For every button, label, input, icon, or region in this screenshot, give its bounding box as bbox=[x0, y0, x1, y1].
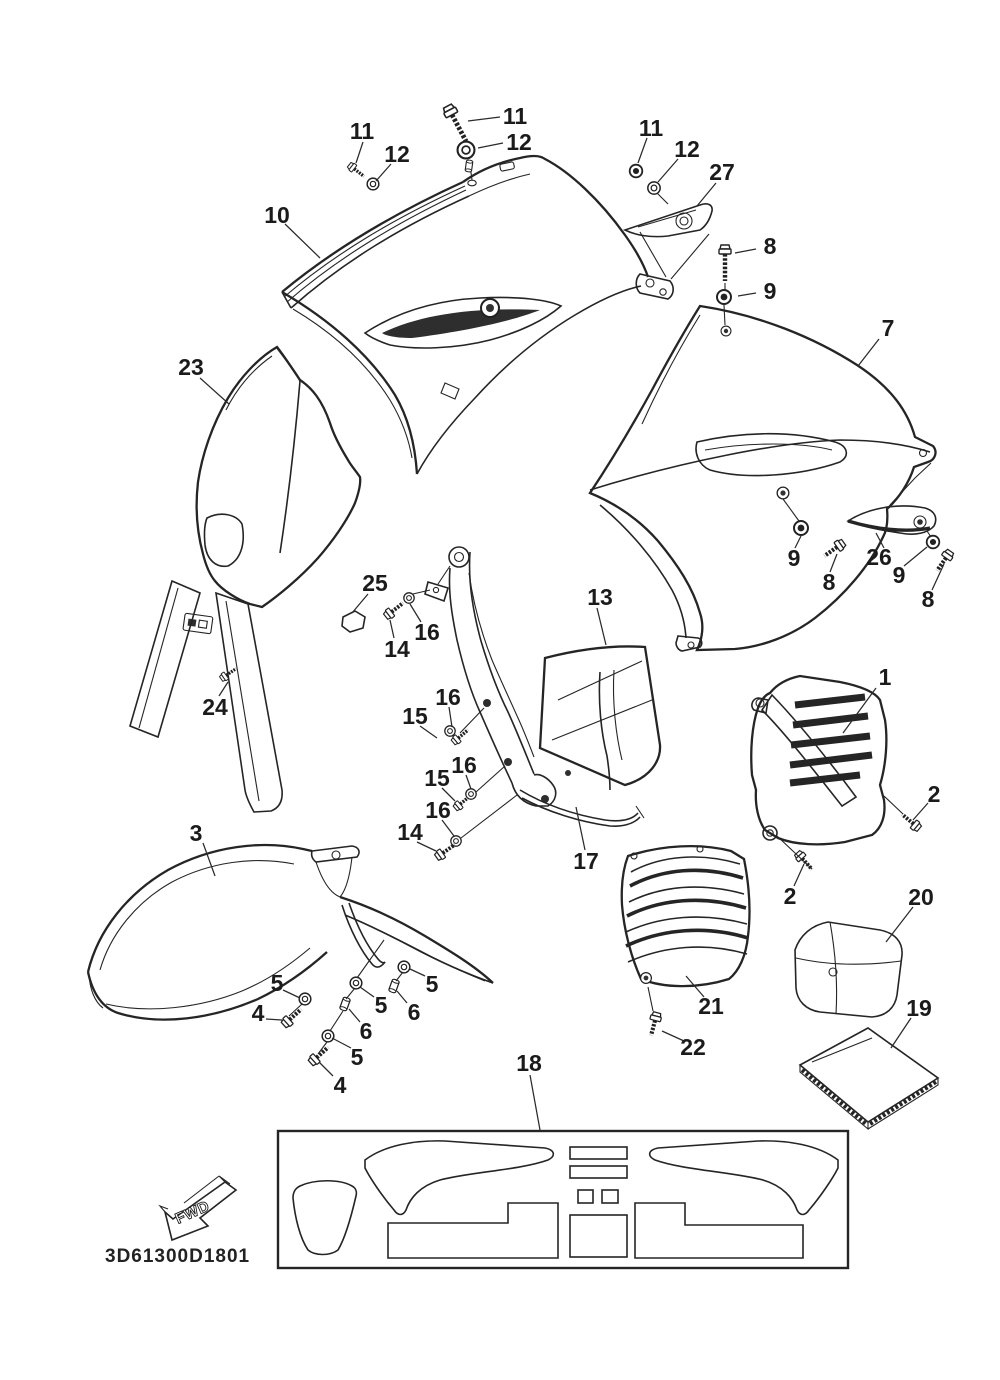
callout-21: 21 bbox=[698, 993, 724, 1019]
callout-16: 16 bbox=[451, 752, 477, 778]
callout-12: 12 bbox=[674, 136, 700, 162]
callout-9: 9 bbox=[764, 278, 777, 304]
callout-27: 27 bbox=[709, 159, 735, 185]
part-tool-pouch bbox=[794, 921, 903, 1018]
callout-9: 9 bbox=[893, 562, 906, 588]
callout-16: 16 bbox=[414, 619, 440, 645]
part-front-fender bbox=[86, 843, 494, 1021]
part-mirror-bracket bbox=[622, 203, 713, 238]
callout-14: 14 bbox=[384, 636, 410, 662]
callout-5: 5 bbox=[271, 970, 284, 996]
assembly-axis-lines bbox=[288, 192, 932, 1055]
callout-11: 11 bbox=[639, 115, 664, 141]
callout-16: 16 bbox=[435, 684, 461, 710]
callout-10: 10 bbox=[264, 202, 290, 228]
callout-15: 15 bbox=[424, 765, 450, 791]
bolt-icon bbox=[307, 1043, 332, 1067]
callout-17: 17 bbox=[573, 848, 599, 874]
nut-icon bbox=[628, 163, 644, 179]
bolt-icon bbox=[442, 103, 472, 144]
washer-icon bbox=[465, 788, 477, 800]
callout-12: 12 bbox=[506, 129, 532, 155]
bolt-icon bbox=[280, 1005, 305, 1029]
washer-icon bbox=[397, 960, 411, 974]
callout-26: 26 bbox=[866, 544, 892, 570]
nut-icon bbox=[793, 520, 809, 536]
bolt-icon bbox=[380, 597, 409, 623]
nut-icon bbox=[925, 534, 941, 550]
callout-15: 15 bbox=[402, 703, 428, 729]
callout-8: 8 bbox=[764, 233, 777, 259]
bolt-icon bbox=[791, 847, 818, 875]
part-right-cowl bbox=[588, 304, 937, 652]
washer-icon bbox=[321, 1029, 335, 1043]
callout-4: 4 bbox=[252, 1000, 265, 1026]
part-headlight-shroud bbox=[129, 345, 362, 813]
callout-6: 6 bbox=[408, 999, 421, 1025]
callout-25: 25 bbox=[362, 570, 388, 596]
part-upper-cowl bbox=[281, 154, 674, 475]
callout-14: 14 bbox=[397, 819, 423, 845]
callout-7: 7 bbox=[882, 315, 895, 341]
bolt-icon bbox=[344, 159, 369, 182]
part-owners-manual bbox=[798, 1027, 940, 1131]
grommet-icon bbox=[639, 971, 653, 985]
callout-1: 1 bbox=[879, 664, 892, 690]
callout-13: 13 bbox=[587, 584, 613, 610]
callout-5: 5 bbox=[375, 992, 388, 1018]
callout-5: 5 bbox=[351, 1044, 364, 1070]
drawing-code: 3D61300D1801 bbox=[105, 1246, 250, 1267]
clip-icon bbox=[341, 610, 366, 633]
part-graphic-decal-set bbox=[276, 1129, 850, 1270]
callout-9: 9 bbox=[788, 545, 801, 571]
grommet-icon bbox=[720, 325, 732, 337]
bolt-icon bbox=[821, 538, 846, 560]
callout-22: 22 bbox=[680, 1034, 706, 1060]
nut-icon bbox=[716, 289, 732, 305]
callout-11: 11 bbox=[503, 103, 528, 129]
forward-direction-arrow-icon: FWD bbox=[158, 1175, 238, 1242]
callout-2: 2 bbox=[784, 883, 797, 909]
part-radiator-shroud-stay bbox=[424, 546, 662, 827]
callout-5: 5 bbox=[426, 971, 439, 997]
callout-18: 18 bbox=[516, 1050, 542, 1076]
callout-8: 8 bbox=[922, 586, 935, 612]
part-louver-grille bbox=[620, 845, 751, 988]
part-lower-blade-trim bbox=[846, 505, 937, 535]
washer-icon bbox=[403, 592, 415, 604]
callout-11: 11 bbox=[350, 118, 375, 144]
callout-8: 8 bbox=[823, 569, 836, 595]
part-radiator-grille bbox=[750, 674, 888, 846]
leader-lines bbox=[199, 116, 945, 1131]
washer-icon bbox=[298, 992, 312, 1006]
callout-6: 6 bbox=[360, 1018, 373, 1044]
fastener-icons bbox=[217, 103, 955, 1067]
bolt-icon bbox=[646, 1011, 662, 1036]
grommet-icon bbox=[776, 486, 790, 500]
washer-icon bbox=[456, 140, 476, 160]
callout-16: 16 bbox=[425, 797, 451, 823]
callout-20: 20 bbox=[908, 884, 934, 910]
bolt-icon bbox=[719, 245, 731, 281]
grommet-icon bbox=[480, 298, 500, 318]
callout-3: 3 bbox=[190, 820, 203, 846]
callout-2: 2 bbox=[928, 781, 941, 807]
bolt-icon bbox=[933, 548, 955, 573]
callout-labels: 10 11 12 11 12 11 12 27 8 9 7 23 25 24 1… bbox=[178, 103, 940, 1098]
collar-spacer-icon bbox=[464, 159, 474, 173]
callout-23: 23 bbox=[178, 354, 204, 380]
callout-4: 4 bbox=[334, 1072, 347, 1098]
callout-19: 19 bbox=[906, 995, 932, 1021]
callout-12: 12 bbox=[384, 141, 410, 167]
washer-icon bbox=[444, 725, 456, 737]
washer-icon bbox=[647, 181, 661, 195]
callout-24: 24 bbox=[202, 694, 228, 720]
